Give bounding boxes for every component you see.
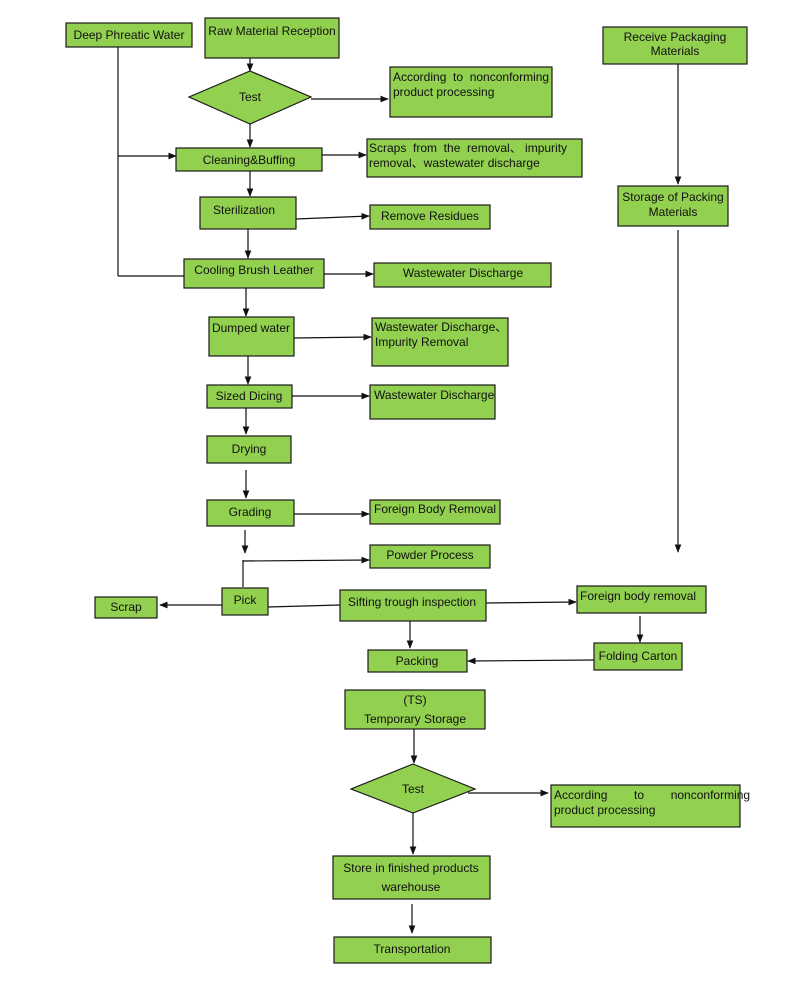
- node-wastewater-impurity: Wastewater Discharge、 Impurity Removal: [371, 317, 509, 367]
- node-raw-material-reception: Raw Material Reception: [204, 17, 340, 59]
- receive-packaging-line-1: Receive Packaging: [624, 30, 727, 44]
- node-grading: Grading: [206, 499, 295, 527]
- node-nonconforming-2: According to nonconforming product proce…: [550, 784, 750, 828]
- wastewater-impurity-line-2: Impurity Removal: [375, 335, 468, 349]
- store-finished-line-1: Store in finished products: [343, 861, 478, 875]
- node-receive-packaging-materials: Receive Packaging Materials: [602, 26, 748, 65]
- packing-label: Packing: [396, 654, 439, 668]
- cleaning-buffing-label: Cleaning&Buffing: [203, 153, 296, 167]
- node-foreign-body-removal-1: Foreign Body Removal: [369, 499, 501, 525]
- raw-material-reception-label: Raw Material Reception: [208, 24, 335, 38]
- deep-phreatic-water-label: Deep Phreatic Water: [74, 28, 185, 42]
- foreign-body-removal-2-label: Foreign body removal: [580, 589, 696, 603]
- node-remove-residues: Remove Residues: [369, 204, 491, 230]
- arrow-to-powder-process: [242, 556, 370, 564]
- node-test-1: Test: [187, 70, 313, 125]
- wastewater-discharge-1-label: Wastewater Discharge: [403, 266, 524, 280]
- node-foreign-body-removal-2: Foreign body removal: [576, 585, 707, 614]
- remove-residues-label: Remove Residues: [381, 209, 479, 223]
- node-wastewater-discharge-2: Wastewater Discharge: [369, 384, 496, 420]
- node-pick: Pick: [221, 587, 269, 616]
- sized-dicing-label: Sized Dicing: [216, 389, 283, 403]
- node-cooling-brush-leather: Cooling Brush Leather: [183, 258, 325, 289]
- storage-packing-line-2: Materials: [649, 205, 698, 219]
- wastewater-impurity-line-1: Wastewater Discharge、: [375, 320, 507, 334]
- node-nonconforming-1: According to nonconforming product proce…: [389, 66, 553, 118]
- scraps-removal-line-1: Scraps from the removal、 impurity: [369, 141, 567, 155]
- scraps-removal-line-2: removal、wastewater discharge: [369, 156, 540, 170]
- node-test-2: Test: [349, 763, 477, 814]
- connectors: [117, 47, 682, 934]
- nonconforming-1-line-2: product processing: [393, 85, 494, 99]
- grading-label: Grading: [229, 505, 272, 519]
- node-dumped-water: Dumped water: [208, 316, 295, 357]
- node-packing: Packing: [367, 649, 468, 673]
- store-finished-line-2: warehouse: [381, 880, 441, 894]
- nonconforming-2-line-2: product processing: [554, 803, 655, 817]
- test-2-label: Test: [402, 782, 425, 796]
- scrap-label: Scrap: [110, 600, 142, 614]
- receive-packaging-line-2: Materials: [651, 44, 700, 58]
- node-cleaning-buffing: Cleaning&Buffing: [175, 147, 323, 172]
- wastewater-discharge-2-label: Wastewater Discharge: [374, 388, 495, 402]
- connector-pick-sifting: [267, 604, 341, 608]
- node-temporary-storage: (TS) Temporary Storage: [344, 689, 486, 730]
- transportation-label: Transportation: [374, 942, 451, 956]
- powder-process-label: Powder Process: [386, 548, 473, 562]
- node-store-finished: Store in finished products warehouse: [332, 855, 491, 900]
- node-scraps-removal: Scraps from the removal、 impurity remova…: [366, 138, 583, 178]
- nonconforming-1-line-1: According to nonconforming: [393, 70, 549, 84]
- arrow-sterilization-to-residues: [295, 212, 370, 220]
- folding-carton-label: Folding Carton: [599, 649, 678, 663]
- nonconforming-2-line-1: According to nonconforming: [554, 788, 750, 802]
- node-sterilization: Sterilization: [199, 196, 297, 230]
- arrow-dumped-to-wastewater: [293, 333, 372, 341]
- temporary-storage-line-1: (TS): [403, 693, 426, 707]
- arrow-carton-to-packing: [467, 657, 595, 665]
- storage-packing-line-1: Storage of Packing: [622, 190, 723, 204]
- node-storage-packing-materials: Storage of Packing Materials: [617, 185, 729, 227]
- node-wastewater-discharge-1: Wastewater Discharge: [373, 262, 552, 288]
- sifting-trough-inspection-label: Sifting trough inspection: [348, 595, 476, 609]
- cooling-brush-leather-label: Cooling Brush Leather: [194, 263, 313, 277]
- arrow-sifting-to-foreign-body: [485, 598, 577, 606]
- temporary-storage-line-2: Temporary Storage: [364, 712, 466, 726]
- node-folding-carton: Folding Carton: [593, 642, 683, 671]
- node-scrap: Scrap: [94, 596, 158, 619]
- node-transportation: Transportation: [333, 936, 492, 964]
- sterilization-label: Sterilization: [213, 203, 275, 217]
- drying-label: Drying: [232, 442, 267, 456]
- node-sifting-trough-inspection: Sifting trough inspection: [339, 589, 487, 622]
- foreign-body-removal-1-label: Foreign Body Removal: [374, 502, 496, 516]
- pick-label: Pick: [234, 593, 258, 607]
- node-powder-process: Powder Process: [369, 544, 491, 569]
- node-deep-phreatic-water: Deep Phreatic Water: [65, 22, 193, 48]
- dumped-water-label: Dumped water: [212, 321, 290, 335]
- node-sized-dicing: Sized Dicing: [206, 384, 293, 409]
- node-drying: Drying: [206, 435, 292, 464]
- test-1-label: Test: [239, 90, 262, 104]
